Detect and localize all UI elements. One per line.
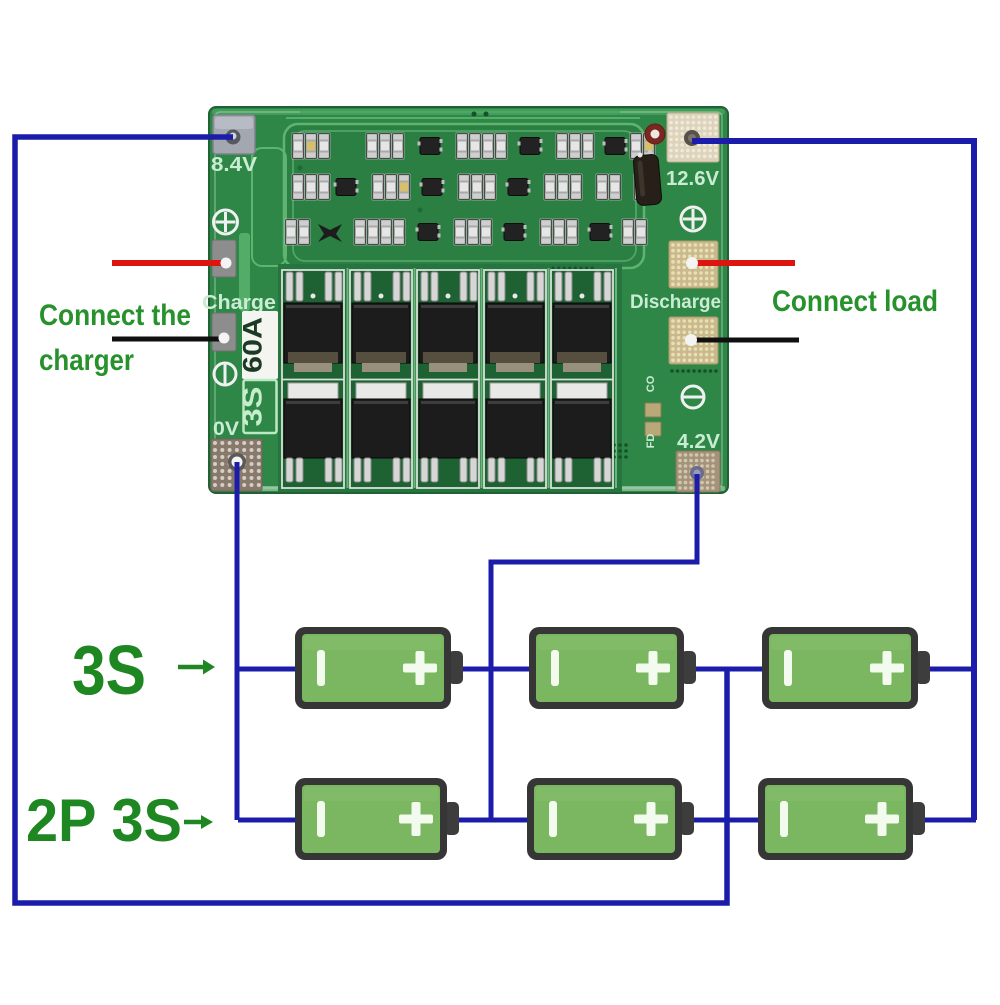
svg-text:charger: charger	[39, 344, 134, 377]
svg-text:CO: CO	[645, 375, 657, 392]
svg-text:8.4V: 8.4V	[211, 154, 258, 176]
svg-text:0V: 0V	[213, 419, 239, 440]
svg-text:FD: FD	[645, 434, 657, 449]
svg-text:4.2V: 4.2V	[677, 431, 721, 453]
svg-text:Connect the: Connect the	[39, 299, 191, 332]
svg-text:Connect load: Connect load	[772, 285, 938, 318]
svg-text:3S: 3S	[238, 387, 268, 427]
svg-text:Charge: Charge	[202, 292, 276, 314]
svg-text:2P 3S: 2P 3S	[26, 787, 182, 854]
svg-text:12.6V: 12.6V	[666, 168, 720, 190]
svg-text:3S: 3S	[72, 631, 146, 709]
svg-text:60A: 60A	[238, 317, 268, 373]
svg-text:Discharge: Discharge	[630, 292, 721, 313]
